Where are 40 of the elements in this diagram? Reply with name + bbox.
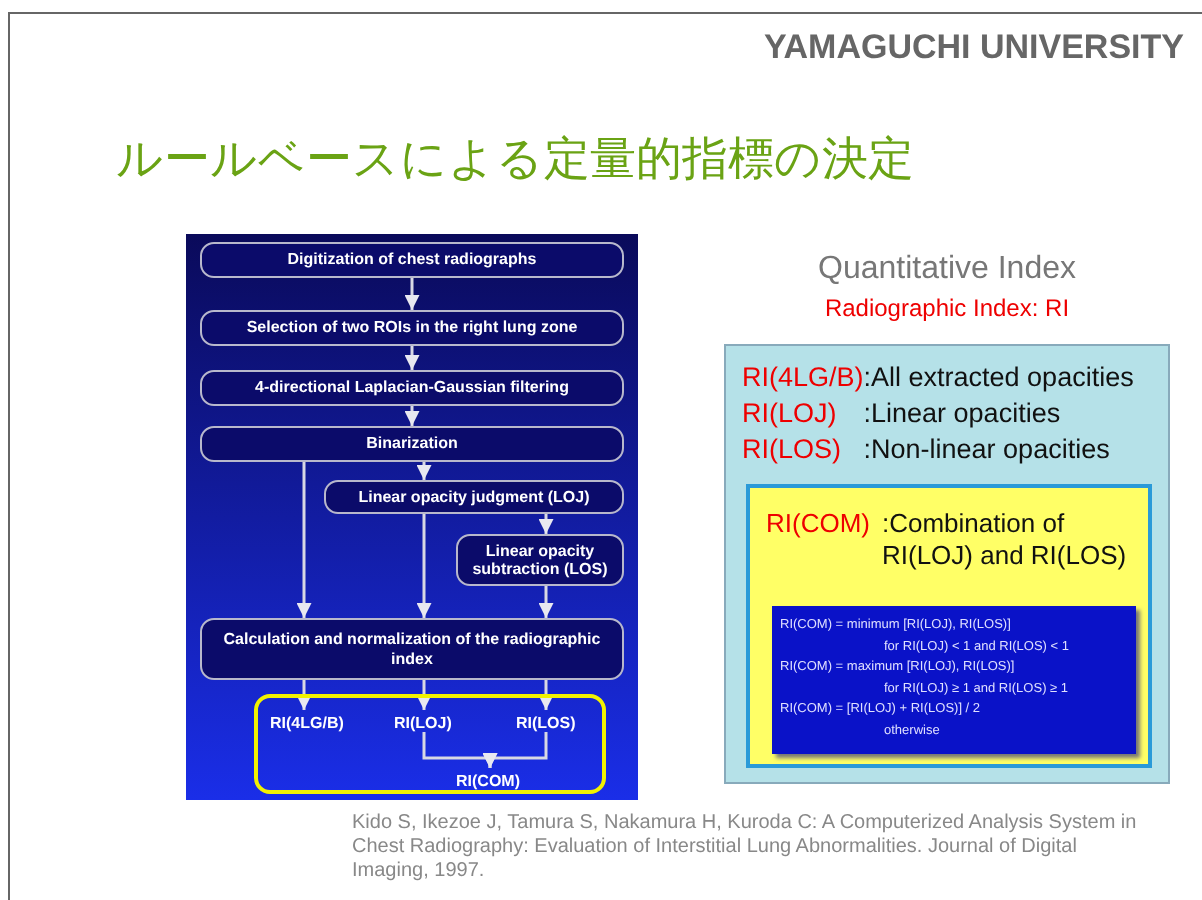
highlight-panel [746, 484, 1152, 768]
citation: Kido S, Ikezoe J, Tamura S, Nakamura H, Kuroda C: A Computerized Analysis System in Chest Radiography: Evaluation of Interstitial Lung Abnormalities. Journal of Digital Imaging, 1997. [352, 812, 1139, 884]
index-name: RI(COM) [766, 508, 870, 542]
index-label: RI(LOJ) [394, 714, 462, 736]
arrow [404, 406, 420, 426]
index-name: RI(LOS) [742, 434, 844, 468]
process-box: Linear opacity judgment (LOJ) [324, 480, 624, 514]
process-box: Binarization [200, 426, 624, 462]
arrow [538, 586, 554, 618]
process-box: Linear opacity subtraction (LOS) [456, 534, 624, 586]
panel-heading: Quantitative Index [816, 250, 1078, 289]
index-name: RI(LOJ) [742, 398, 839, 431]
arrow [404, 278, 420, 310]
arrow [416, 514, 432, 618]
process-box: Selection of two ROIs in the right lung zone [200, 310, 624, 346]
formula-panel [772, 606, 1136, 754]
index-name: RI(4LG/B) [742, 362, 864, 395]
index-description: :Linear opacities [863, 398, 1063, 431]
highlight-frame [254, 694, 606, 794]
arrow [482, 732, 548, 768]
panel-subheading: Radiographic Index: RI [822, 294, 1072, 323]
university-name: YAMAGUCHI UNIVERSITY [761, 28, 1184, 69]
arrow [416, 462, 432, 480]
index-description: :Non-linear opacities [863, 434, 1112, 468]
arrow [404, 346, 420, 370]
index-description: :All extracted opacities [863, 362, 1136, 395]
arrow [416, 680, 432, 710]
process-box: Calculation and normalization of the radiographic index [200, 618, 624, 680]
process-box: 4-directional Laplacian-Gaussian filtering [200, 370, 624, 406]
arrow [296, 680, 312, 710]
arrow [296, 462, 312, 618]
slide-title: ルールベースによる定量的指標の決定 [116, 132, 914, 190]
index-description: :Combination of RI(LOJ) and RI(LOS) [882, 508, 1129, 571]
index-label: RI(LOS) [516, 714, 584, 736]
arrow [538, 514, 554, 534]
arrow [538, 680, 554, 710]
index-label: RI(COM) [456, 772, 532, 794]
index-label: RI(4LG/B) [270, 714, 354, 736]
process-box: Digitization of chest radiographs [200, 242, 624, 278]
info-panel [724, 344, 1170, 784]
